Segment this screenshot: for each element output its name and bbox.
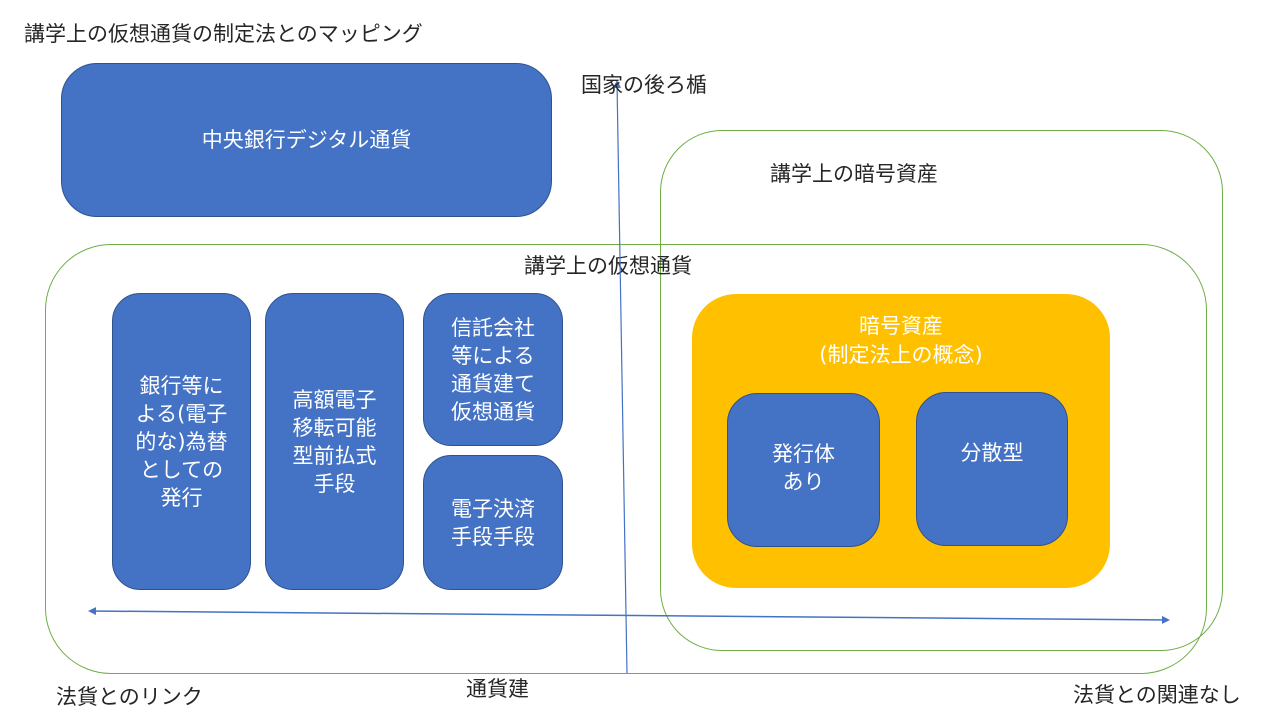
axis-label-state-backing: 国家の後ろ楯 [581, 73, 707, 97]
statutory-crypto-asset-label: 暗号資産 (制定法上の概念) [819, 314, 983, 367]
vc-item-trust-company: 信託会社 等による 通貨建て 仮想通貨 [423, 293, 563, 446]
cbdc-label: 中央銀行デジタル通貨 [201, 128, 412, 152]
axis-label-no-fiat-relation: 法貨との関連なし [1073, 683, 1241, 707]
vc-item-prepaid: 高額電子 移転可能 型前払式 手段 [265, 293, 404, 590]
crypto-item-with-issuer: 発行体 あり [727, 393, 880, 547]
vc-item-label: 銀行等に よる(電子 的な)為替 としての 発行 [135, 373, 228, 510]
vc-item-e-payment: 電子決済 手段手段 [423, 455, 563, 590]
vc-item-label: 電子決済 手段手段 [451, 496, 535, 549]
crypto-item-label: 分散型 [960, 441, 1024, 465]
crypto-asset-academic-frame [660, 130, 1223, 651]
crypto-item-label: 発行体 あり [772, 442, 835, 494]
cbdc-box: 中央銀行デジタル通貨 [61, 63, 552, 217]
vc-item-label: 高額電子 移転可能 型前払式 手段 [292, 387, 377, 496]
vc-item-label: 信託会社 等による 通貨建て 仮想通貨 [451, 315, 535, 424]
diagram-title: 講学上の仮想通貨の制定法とのマッピング [24, 22, 423, 46]
crypto-item-decentralized: 分散型 [916, 392, 1068, 546]
virtual-currency-academic-label: 講学上の仮想通貨 [524, 254, 692, 278]
vc-item-bank-exchange: 銀行等に よる(電子 的な)為替 としての 発行 [112, 293, 251, 590]
crypto-asset-academic-label: 講学上の暗号資産 [770, 162, 938, 186]
axis-label-currency-denominated: 通貨建 [466, 677, 529, 701]
axis-label-fiat-link: 法貨とのリンク [56, 685, 203, 709]
